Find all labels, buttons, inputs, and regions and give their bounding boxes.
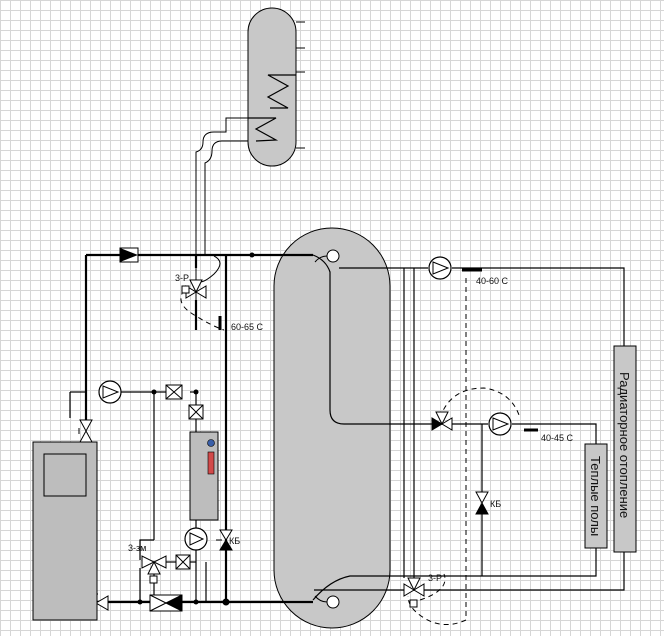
pump-left-icon <box>98 380 122 404</box>
buffer-tank <box>273 227 391 629</box>
label-kb-left: КБ <box>229 536 240 546</box>
label-radiators: Радиаторное отопление <box>617 372 632 518</box>
three-way-valve-bottom-icon <box>403 577 425 608</box>
tank-port-bottom <box>326 595 340 609</box>
check-valve-bottom-icon <box>149 594 183 612</box>
coil-bottom-icon <box>248 117 279 142</box>
tank-port-top <box>326 249 340 263</box>
label-kb-right: КБ <box>490 499 501 509</box>
coil-top-icon <box>266 74 296 109</box>
pump-boiler-icon <box>184 527 208 551</box>
dhw-piping <box>195 117 248 300</box>
three-way-valve-top-icon <box>181 279 207 299</box>
pump-radiator-icon <box>428 256 452 280</box>
boiler <box>32 441 98 621</box>
label-floor-heating: Теплые полы <box>588 456 603 536</box>
check-valve-left-icon <box>165 384 183 400</box>
three-way-valve-left-icon <box>141 555 167 584</box>
ball-valve-boiler-top-icon <box>78 419 93 443</box>
valve-kb-left-icon <box>216 529 233 551</box>
check-valve-boiler-icon <box>188 404 204 420</box>
hot-water-tank <box>247 7 305 167</box>
radiator-circuit-box <box>613 345 637 553</box>
label-valve-top: 3-Р <box>175 273 189 283</box>
valve-kb-right-icon <box>475 491 489 515</box>
pump-floor-icon <box>488 412 512 436</box>
label-temp-floor: 40-45 С <box>541 433 574 443</box>
floor-circuit-box <box>584 443 608 549</box>
label-valve-left: 3-зм <box>128 543 146 553</box>
label-temp-radiator: 40-60 С <box>476 276 509 286</box>
heat-exchanger-unit <box>189 431 219 521</box>
check-valve-top-icon <box>119 247 139 263</box>
label-temp-boiler: 60-65 С <box>231 322 264 332</box>
label-valve-bottom: 3-Р <box>428 573 442 583</box>
check-valve-bypass-icon <box>175 554 191 570</box>
junctions <box>137 252 255 606</box>
three-way-valve-floor-icon <box>431 411 453 431</box>
